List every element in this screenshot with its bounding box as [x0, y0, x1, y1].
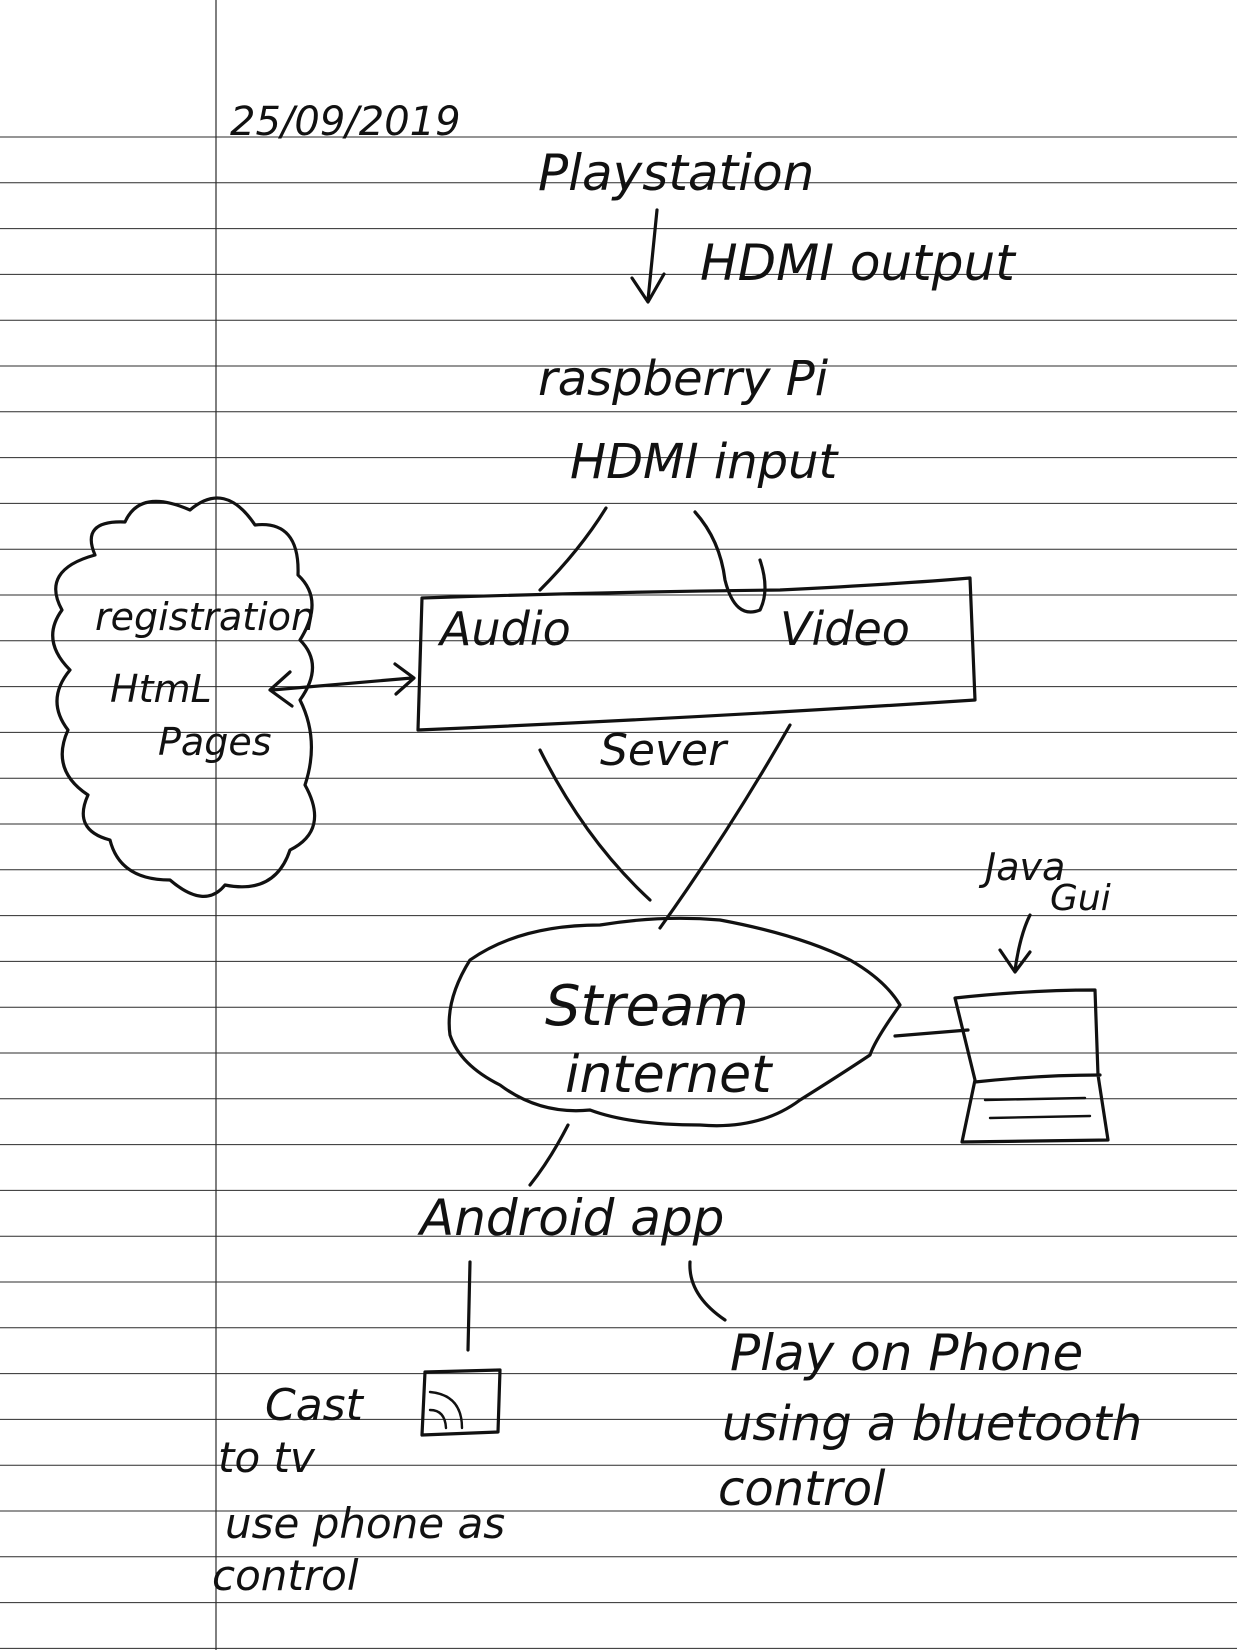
ruled-lines — [0, 136, 1237, 1649]
hdmi-input-label: HDMI input — [570, 434, 840, 490]
stream-line1: Stream — [545, 974, 749, 1039]
android-app-label: Android app — [417, 1189, 724, 1247]
stream-line2: internet — [565, 1045, 773, 1105]
playstation-label: Playstation — [538, 144, 814, 202]
hdmi-output-label: HDMI output — [700, 234, 1017, 292]
line-android-to-cast — [466, 1260, 472, 1352]
java-gui-line2: Gui — [1050, 878, 1111, 919]
cast-line2: to tv — [218, 1433, 316, 1482]
arrow-java-to-laptop — [998, 913, 1032, 974]
line-pi-to-video — [693, 510, 767, 614]
registration-line3: Pages — [158, 720, 272, 764]
play-line1: Play on Phone — [730, 1324, 1083, 1382]
registration-line2: HtmL — [110, 667, 212, 711]
line-pi-to-audio — [538, 506, 608, 592]
line-server-to-stream-right — [658, 723, 792, 930]
line-stream-to-laptop — [893, 1028, 970, 1038]
registration-line1: registration — [95, 595, 315, 639]
video-label: Video — [780, 602, 910, 656]
server-label: Sever — [600, 725, 729, 776]
arrow-registration-to-server — [268, 662, 416, 708]
cast-line3: use phone as — [225, 1499, 505, 1548]
raspberry-pi-label: raspberry Pi — [538, 351, 829, 407]
tv-icon — [420, 1368, 502, 1437]
arrow-playstation-to-pi — [630, 208, 666, 304]
cast-icon — [428, 1390, 464, 1430]
laptop-icon — [953, 988, 1110, 1144]
java-gui-line1: Java — [978, 845, 1065, 889]
audio-label: Audio — [437, 602, 571, 656]
laptop-keyboard — [983, 1096, 1092, 1120]
cast-line4: control — [212, 1551, 359, 1600]
date-text: 25/09/2019 — [230, 99, 461, 145]
stream-cloud — [447, 916, 902, 1128]
cast-line1: Cast — [265, 1380, 365, 1431]
registration-cloud — [51, 496, 317, 898]
line-server-to-stream-left — [538, 748, 652, 902]
server-box — [416, 576, 977, 732]
play-line3: control — [718, 1461, 886, 1517]
line-stream-to-android — [528, 1123, 570, 1187]
line-android-to-play — [688, 1260, 727, 1322]
play-line2: using a bluetooth — [722, 1396, 1142, 1452]
